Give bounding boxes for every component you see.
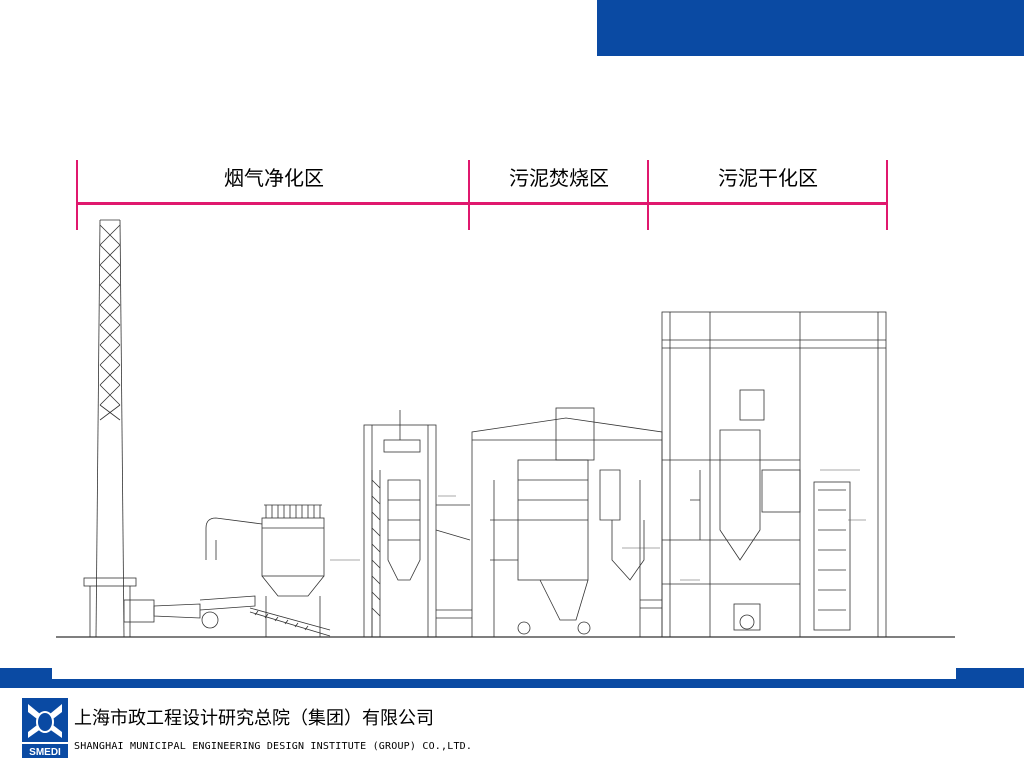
bag-filter xyxy=(205,504,331,637)
zone-label-incineration: 污泥焚烧区 xyxy=(509,166,609,190)
top-accent-bar xyxy=(597,0,1024,56)
induced-draft-fan xyxy=(123,595,256,629)
incineration-building xyxy=(471,407,663,637)
bottom-band-inset xyxy=(52,668,956,679)
zone-divider-left xyxy=(76,160,78,230)
logo-text: SMEDI xyxy=(29,747,61,758)
zone-label-drying: 污泥干化区 xyxy=(718,166,818,190)
company-name-cn: 上海市政工程设计研究总院（集团）有限公司 xyxy=(74,708,434,729)
scrubber-tower xyxy=(363,410,471,638)
zone-divider-right xyxy=(886,160,888,230)
drying-building xyxy=(661,311,887,638)
chimney xyxy=(83,219,137,638)
interzone-duct xyxy=(436,609,472,619)
zone-divider-1 xyxy=(468,160,470,230)
zone-divider-2 xyxy=(647,160,649,230)
company-name-en: SHANGHAI MUNICIPAL ENGINEERING DESIGN IN… xyxy=(74,741,473,752)
smedi-logo: SMEDI xyxy=(22,698,68,758)
zone-divider-horizontal xyxy=(76,202,888,205)
interzone-duct-2 xyxy=(640,599,662,609)
zone-label-flue-gas: 烟气净化区 xyxy=(224,166,324,190)
